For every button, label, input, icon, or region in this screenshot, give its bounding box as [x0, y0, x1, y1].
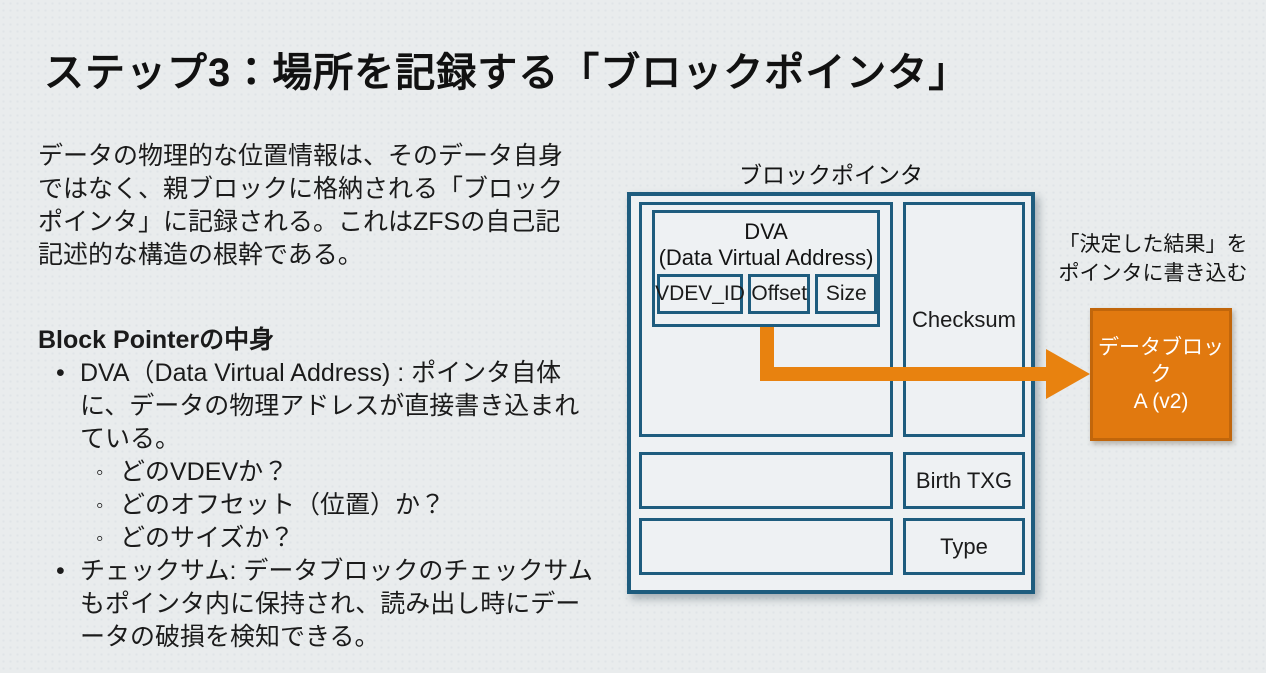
size-cell: Size: [815, 274, 877, 314]
block-pointer-box: DVA (Data Virtual Address) VDEV_ID Offse…: [627, 192, 1035, 594]
checksum-label: Checksum: [912, 306, 1016, 332]
dva-container-box: DVA (Data Virtual Address) VDEV_ID Offse…: [639, 202, 893, 437]
list-item: ◦ どのサイズか？: [38, 522, 638, 555]
list-item: ◦ どのVDEVか？: [38, 456, 638, 489]
type-box: Type: [903, 518, 1025, 575]
pointer-arrow-head-icon: [1046, 349, 1090, 399]
list-item: • チェックサム: データブロックのチェックサム もポインタ内に保持され、読み出…: [38, 555, 638, 654]
bullet-text: どのサイズか？: [120, 524, 295, 552]
bullet-icon: •: [56, 359, 65, 387]
circle-bullet-icon: ◦: [96, 494, 104, 517]
bullet-icon: •: [56, 557, 65, 585]
bullet-text: どのVDEVか？: [120, 458, 289, 486]
dva-label: DVA (Data Virtual Address): [658, 219, 874, 270]
circle-bullet-icon: ◦: [96, 527, 104, 550]
checksum-box: Checksum: [903, 202, 1025, 437]
pointer-arrow-horizontal-segment: [760, 367, 1048, 381]
vdev-id-cell: VDEV_ID: [655, 274, 745, 314]
page-title: ステップ3：場所を記録する「ブロックポインタ」: [44, 51, 970, 95]
dva-cells-row: VDEV_ID Offset Size: [655, 274, 877, 314]
list-item: ◦ どのオフセット（位置）か？: [38, 489, 638, 522]
data-block-a-v2: データブロック A (v2): [1090, 308, 1232, 441]
bullet-text: チェックサム: データブロックのチェックサム もポインタ内に保持され、読み出し時…: [80, 557, 593, 651]
list-item: • DVA（Data Virtual Address) : ポインタ自体 に、デ…: [38, 357, 638, 456]
intro-paragraph: データの物理的な位置情報は、そのデータ自身 ではなく、親ブロックに格納される「ブ…: [38, 142, 564, 269]
type-label: Type: [940, 533, 988, 559]
data-block-label: データブロック A (v2): [1098, 336, 1224, 413]
bullet-text: どのオフセット（位置）か？: [120, 491, 446, 519]
section-heading: Block Pointerの中身: [38, 326, 275, 354]
empty-slot-box: [639, 518, 893, 575]
bullet-list: • DVA（Data Virtual Address) : ポインタ自体 に、デ…: [38, 357, 638, 654]
diagram-title: ブロックポインタ: [739, 162, 923, 188]
circle-bullet-icon: ◦: [96, 461, 104, 484]
bullet-text: DVA（Data Virtual Address) : ポインタ自体 に、データ…: [80, 359, 580, 453]
offset-cell: Offset: [748, 274, 811, 314]
birth-txg-box: Birth TXG: [903, 452, 1025, 509]
empty-slot-box: [639, 452, 893, 509]
birth-txg-label: Birth TXG: [915, 467, 1013, 493]
annotation-text: 「決定した結果」を ポインタに書き込む: [1058, 233, 1248, 285]
dva-box: DVA (Data Virtual Address) VDEV_ID Offse…: [652, 210, 880, 327]
